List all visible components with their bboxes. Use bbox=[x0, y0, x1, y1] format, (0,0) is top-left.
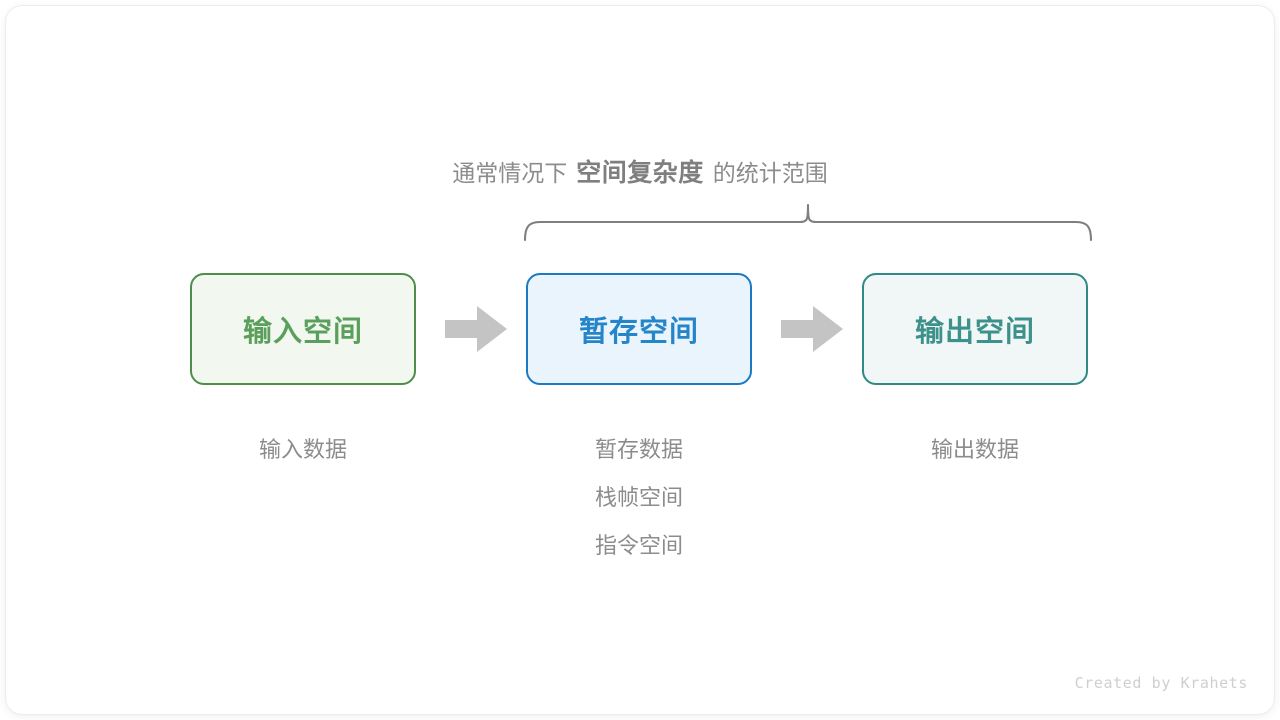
caption-text: 输入数据 bbox=[258, 437, 347, 462]
stage-box-temp[interactable]: 暂存空间 bbox=[526, 273, 752, 385]
stage-box-input[interactable]: 输入空间 bbox=[190, 273, 416, 385]
right-arrow-shape bbox=[781, 306, 843, 352]
caption-text: 指令空间 bbox=[594, 533, 683, 558]
scope-caption-emphasis: 空间复杂度 bbox=[576, 159, 704, 187]
stage-box-output[interactable]: 输出空间 bbox=[862, 273, 1088, 385]
right-arrow-shape bbox=[445, 306, 507, 352]
watermark: Created by Krahets bbox=[1074, 674, 1248, 692]
stage-box-output-label: 输出空间 bbox=[914, 316, 1035, 348]
right-arrow-icon bbox=[445, 306, 507, 352]
scope-caption: 通常情况下空间复杂度的统计范围 bbox=[6, 156, 1274, 190]
caption-column-output: 输出数据 bbox=[825, 426, 1125, 474]
caption-column-temp: 暂存数据 栈帧空间 指令空间 bbox=[489, 426, 789, 570]
scope-caption-suffix: 的统计范围 bbox=[712, 160, 828, 186]
diagram-canvas: 通常情况下空间复杂度的统计范围 输入空间 暂存空间 输出空间 输入数据 暂存数据… bbox=[6, 6, 1274, 714]
caption-text: 暂存数据 bbox=[594, 437, 683, 462]
stage-box-input-label: 输入空间 bbox=[242, 316, 363, 348]
brace-path bbox=[523, 203, 1093, 242]
stage-box-temp-label: 暂存空间 bbox=[578, 316, 699, 348]
scope-caption-prefix: 通常情况下 bbox=[452, 160, 568, 186]
caption-text: 输出数据 bbox=[930, 437, 1019, 462]
right-arrow-icon bbox=[781, 306, 843, 352]
caption-column-input: 输入数据 bbox=[153, 426, 453, 474]
caption-text: 栈帧空间 bbox=[594, 485, 683, 510]
